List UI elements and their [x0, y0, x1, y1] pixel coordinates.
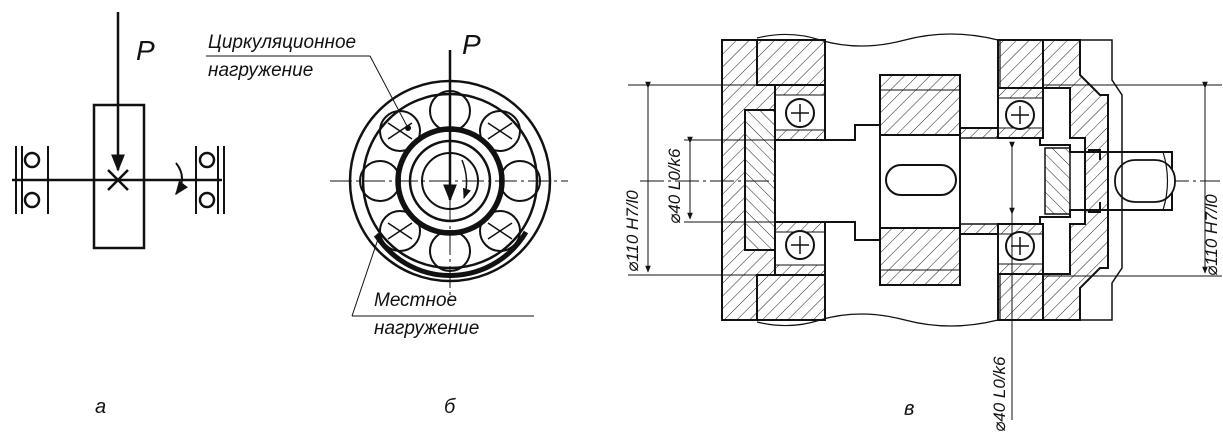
left-cover [721, 39, 826, 321]
right-bearing [997, 87, 1044, 275]
figure-c: ⌀110 H7/l0 ⌀40 L0/k6 ⌀110 H7/l0 ⌀40 L0/k… [623, 33, 1222, 432]
shaft-fit-left: ⌀40 L0/k6 [665, 148, 684, 224]
figure-a: P а [12, 12, 225, 418]
local-label-2: нагружение [374, 318, 479, 339]
rolling-balls [359, 90, 541, 272]
circulating-label-1: Циркуляционное [208, 32, 356, 53]
right-cover [997, 39, 1123, 321]
shaft-fit-bottom: ⌀40 L0/k6 [990, 356, 1009, 432]
housing-fit-right: ⌀110 H7/l0 [1202, 194, 1221, 276]
local-label-1: Местное [374, 290, 457, 311]
housing-fit-left: ⌀110 H7/l0 [623, 190, 642, 272]
left-bearing [774, 84, 826, 276]
caption-a: а [95, 396, 106, 418]
shaft [774, 124, 1176, 241]
dimension-lines [628, 81, 1222, 420]
force-label-a: P [136, 35, 155, 66]
gear [879, 74, 961, 286]
force-label-b: P [462, 29, 481, 60]
left-bearing-symbol [15, 146, 49, 214]
caption-c: в [904, 398, 914, 420]
gear-body [92, 103, 146, 250]
local-load-arc [373, 230, 529, 278]
figure-b: P Циркуляционное нагружение Местное нагр… [206, 29, 568, 418]
rotation-arrow [175, 162, 189, 196]
circulating-label-2: нагружение [208, 60, 313, 81]
caption-b: б [444, 396, 456, 418]
right-bearing-symbol [195, 146, 225, 214]
